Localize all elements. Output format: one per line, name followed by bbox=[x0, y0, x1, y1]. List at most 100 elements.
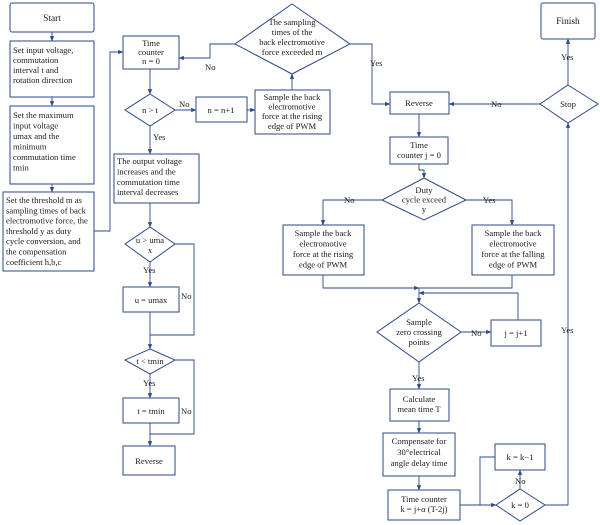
time-counter-n-box bbox=[122, 35, 180, 70]
label-yes-exceeded: Yes bbox=[370, 58, 383, 68]
label-line: cycle conversion, and bbox=[6, 236, 81, 246]
sample-zero-decision bbox=[376, 302, 462, 363]
label-line: Time counter bbox=[401, 494, 447, 504]
sampling-exceeded-decision bbox=[234, 3, 351, 75]
label-line: force at the rising bbox=[293, 249, 354, 259]
sample-rising-edge-box-2 bbox=[282, 224, 365, 276]
label-line: y bbox=[422, 204, 427, 214]
n-gt-t-label: n > t bbox=[142, 105, 158, 115]
label-no-duty: No bbox=[344, 195, 355, 205]
label-line: counter j = 0 bbox=[397, 150, 441, 160]
label-line: interval t and bbox=[13, 65, 59, 75]
u-gt-umax-decision bbox=[124, 226, 176, 263]
label-line: force exceeded m bbox=[262, 47, 323, 57]
edge-j-inc-loop bbox=[418, 290, 519, 320]
j-inc-label: j = j+1 bbox=[503, 328, 527, 338]
finish-label: Finish bbox=[556, 17, 580, 27]
label-line: interval decreases bbox=[117, 187, 179, 197]
set-max-voltage-box bbox=[9, 105, 95, 185]
edge-k0-yes bbox=[545, 122, 571, 506]
u-eq-umax-box bbox=[122, 286, 180, 313]
label-no-stop: No bbox=[491, 99, 502, 109]
label-line: x bbox=[148, 245, 153, 255]
label-line: force at the rising bbox=[262, 111, 323, 121]
label-yes-t: Yes bbox=[143, 378, 156, 388]
label-yes-stop: Yes bbox=[561, 52, 574, 62]
label-line: electromotive bbox=[299, 239, 346, 249]
t-lt-tmin-decision bbox=[123, 348, 177, 375]
label-no-u: No bbox=[181, 291, 192, 301]
set-input-voltage-box bbox=[9, 40, 95, 98]
j-inc-box bbox=[490, 319, 542, 347]
label-line: points bbox=[408, 337, 430, 347]
label-line: n = 0 bbox=[142, 56, 160, 66]
k-eq-0-label: k = 0 bbox=[511, 500, 529, 510]
label-line: Time bbox=[142, 38, 160, 48]
label-line: zero crossing bbox=[396, 327, 442, 337]
label-line: k = j+α (T-2j) bbox=[400, 504, 447, 514]
label-line: sampling times of back bbox=[6, 205, 87, 215]
label-line: edge of PWM bbox=[299, 260, 348, 270]
label-line: Set the threshold m as bbox=[6, 195, 83, 205]
label-yes-k0: Yes bbox=[561, 325, 574, 335]
label-line: Sample the back bbox=[295, 228, 352, 238]
label-line: commutation time bbox=[117, 177, 180, 187]
time-counter-j-box bbox=[389, 136, 449, 165]
k-dec-box bbox=[494, 443, 546, 471]
edge-duty-yes bbox=[466, 199, 515, 226]
start-terminal bbox=[9, 2, 95, 33]
k-eq-0-decision bbox=[495, 488, 546, 522]
compensate-box bbox=[382, 432, 456, 477]
edge-rising-merge bbox=[322, 275, 420, 291]
label-line: commutation time bbox=[13, 152, 76, 162]
n-inc-label: n = n+1 bbox=[208, 105, 235, 115]
label-line: Calculate bbox=[403, 394, 436, 404]
label-line: Set the maximum bbox=[13, 110, 74, 120]
label-yes-zero: Yes bbox=[412, 373, 425, 383]
edge-duty-no bbox=[320, 199, 382, 226]
duty-cycle-decision bbox=[380, 177, 468, 221]
start-label: Start bbox=[43, 14, 61, 24]
k-dec-label: k = k−1 bbox=[507, 452, 534, 462]
label-line: edge of PWM bbox=[489, 260, 538, 270]
edge-counter-j-to-duty bbox=[418, 164, 427, 179]
edge-t-no bbox=[150, 359, 195, 435]
label-line: u > uma bbox=[136, 235, 164, 245]
label-line: tmin bbox=[13, 163, 29, 173]
time-counter-k-box bbox=[387, 489, 461, 521]
label-line: electromotive bbox=[268, 102, 315, 112]
label-line: angle delay time bbox=[391, 458, 448, 468]
label-line: mean time T bbox=[397, 404, 441, 414]
u-eq-umax-label: u = umax bbox=[135, 295, 168, 305]
label-line: force at the falling bbox=[481, 249, 545, 259]
label-no-t: No bbox=[181, 406, 192, 416]
label-line: Compensate for bbox=[392, 436, 447, 446]
label-line: 30°electrical bbox=[397, 447, 441, 457]
label-line: minimum bbox=[13, 142, 47, 152]
n-inc-box bbox=[195, 96, 248, 123]
label-yes-u: Yes bbox=[143, 265, 156, 275]
reverse-right-box bbox=[389, 91, 450, 115]
label-no-zero: No bbox=[471, 328, 482, 338]
label-line: rotation direction bbox=[13, 75, 73, 85]
label-line: electromotive force, the bbox=[6, 216, 88, 226]
calc-mean-box bbox=[389, 388, 450, 422]
edge-threshold-to-loop bbox=[94, 49, 124, 232]
flow-edges bbox=[49, 32, 571, 508]
label-line: The output voltage bbox=[117, 156, 182, 166]
